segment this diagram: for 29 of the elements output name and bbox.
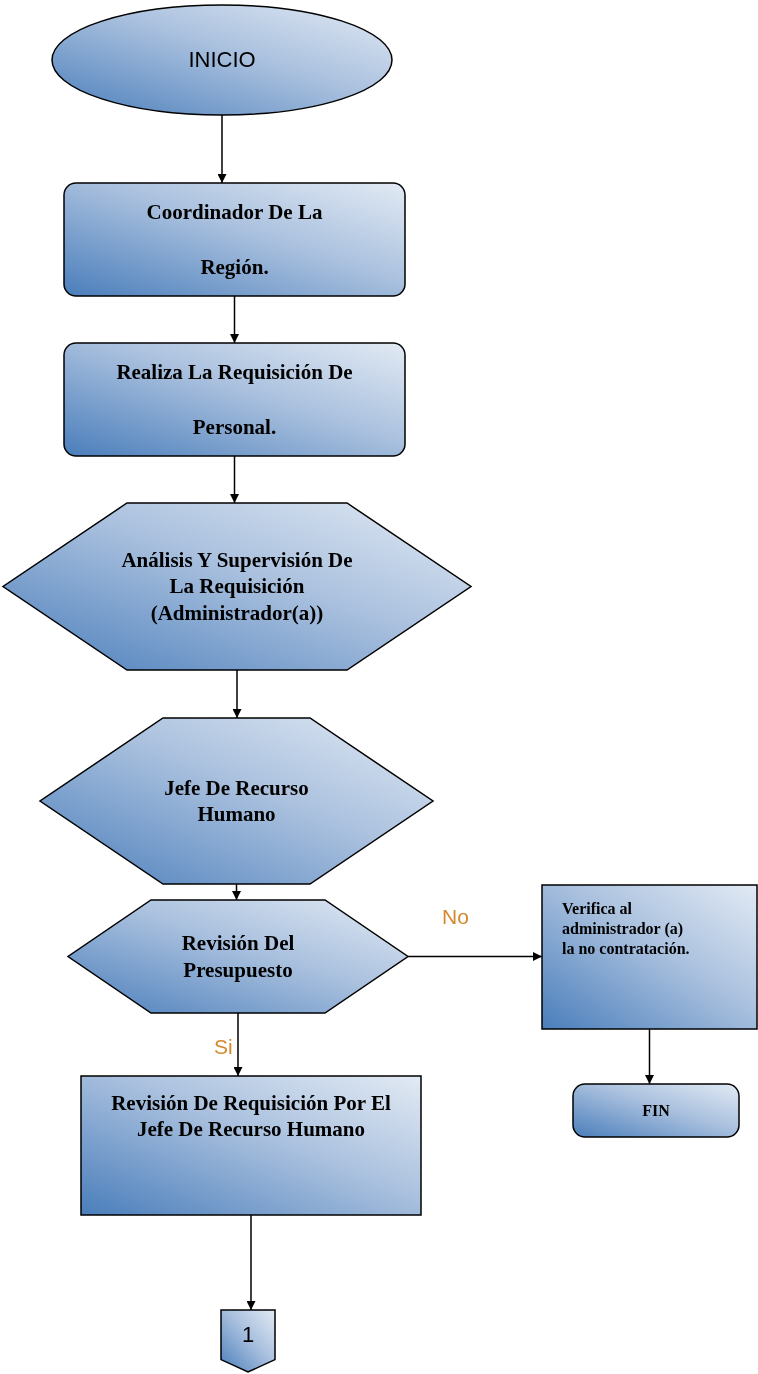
process-box — [573, 1084, 739, 1137]
process-box — [64, 343, 405, 456]
node-label: Análisis Y Supervisión De La Requisición (Administrador(a)) — [120, 547, 354, 626]
node-label: INICIO — [188, 46, 256, 74]
arrow — [217, 114, 227, 184]
arrow — [230, 295, 239, 344]
process-box — [542, 885, 757, 1029]
arrow — [230, 455, 239, 504]
terminal-ellipse — [52, 5, 392, 115]
node-label: 1 — [241, 1321, 255, 1349]
node-label: Jefe De Recurso Humano — [163, 774, 310, 828]
arrow — [233, 1012, 243, 1077]
node-label: FIN — [642, 1100, 670, 1121]
arrow — [407, 952, 543, 961]
preparation-hexagon — [68, 900, 408, 1013]
node-label: Realiza La Requisición De Personal. — [115, 358, 354, 441]
arrow — [246, 1214, 256, 1311]
node-label: Revisión De Requisición Por El Jefe De Recurso Humano — [111, 1090, 391, 1143]
preparation-hexagon — [3, 503, 471, 670]
off-page-connector — [221, 1310, 275, 1372]
node-label: Coordinador De La Región. — [145, 198, 324, 281]
arrow — [232, 669, 242, 719]
process-box — [81, 1076, 421, 1215]
arrow — [645, 1028, 654, 1085]
process-box — [64, 183, 405, 296]
node-label: Verifica al administrador (a) la no contratación. — [562, 899, 691, 959]
arrow — [232, 883, 241, 901]
node-label: Revisión Del Presupuesto — [180, 930, 296, 983]
preparation-hexagon — [40, 718, 433, 884]
